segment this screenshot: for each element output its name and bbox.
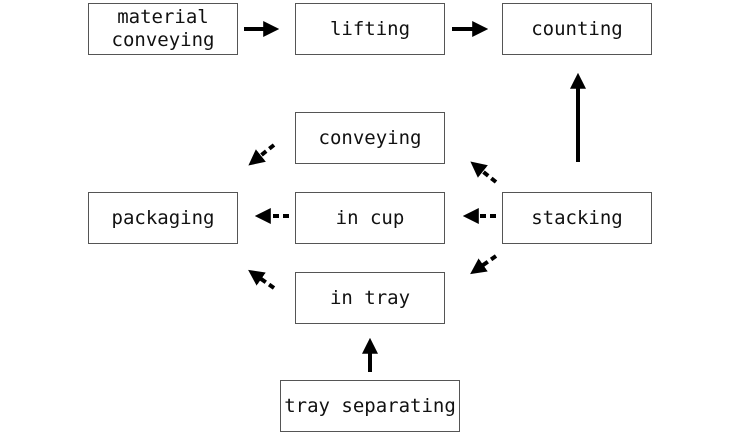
node-label: tray separating bbox=[284, 394, 456, 417]
node-label: lifting bbox=[329, 17, 411, 40]
node-lifting: lifting bbox=[295, 3, 445, 55]
node-packaging: packaging bbox=[88, 192, 238, 244]
node-label: counting bbox=[531, 17, 623, 40]
edge-conveying-to-packaging bbox=[248, 143, 276, 166]
node-stacking: stacking bbox=[502, 192, 652, 244]
node-tray-separating: tray separating bbox=[280, 380, 460, 432]
edge-intray-to-packaging bbox=[248, 269, 276, 290]
node-counting: counting bbox=[502, 3, 652, 55]
edge-stacking-to-conveying bbox=[470, 161, 498, 184]
node-in-tray: in tray bbox=[295, 272, 445, 324]
node-label: conveying bbox=[318, 126, 422, 149]
edge-stacking-to-intray bbox=[470, 254, 498, 275]
node-conveying: conveying bbox=[295, 112, 445, 164]
node-material-conveying: material conveying bbox=[88, 3, 238, 55]
node-label: stacking bbox=[531, 206, 623, 229]
node-in-cup: in cup bbox=[295, 192, 445, 244]
node-label: in cup bbox=[335, 206, 405, 229]
node-label: in tray bbox=[329, 286, 411, 309]
node-label: material conveying bbox=[111, 6, 215, 51]
node-label: packaging bbox=[111, 206, 215, 229]
